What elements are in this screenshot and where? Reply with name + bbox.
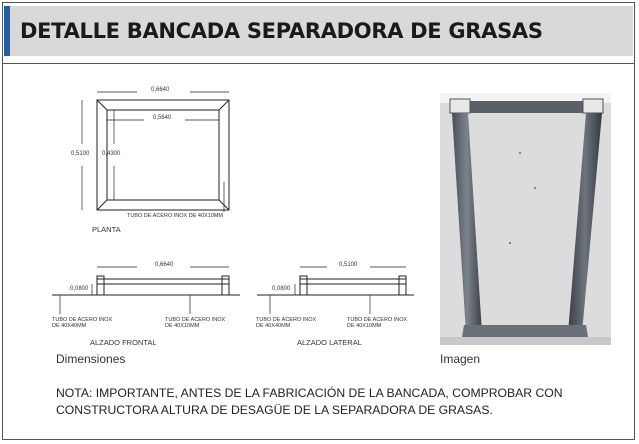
note-line-1: NOTA: IMPORTANTE, ANTES DE LA FABRICACIÓ… (56, 386, 563, 400)
plan-tube-note: TUBO DE ACERO INOX DE 40X10MM (127, 213, 223, 219)
plan-inner-frame (106, 109, 220, 201)
page-header: DETALLE BANCADA SEPARADORA DE GRASAS (4, 6, 633, 56)
plan-dim-inner-height: 0,4300 (102, 151, 121, 157)
plan-title: PLANTA (92, 225, 121, 234)
technical-drawing: 0,6640 0,5640 0,5100 0,4300 TUBO DE ACER… (52, 82, 432, 352)
plan-dim-inner-width: 0,5640 (153, 115, 172, 121)
front-tube-right-line1: TUBO DE ACERO INOX (165, 317, 226, 323)
front-tube-left-line1: TUBO DE ACERO INOX (52, 317, 113, 323)
side-dim-height: 0,0800 (272, 286, 291, 292)
plan-outer-frame (96, 99, 230, 211)
header-divider (2, 63, 635, 64)
front-dim-width: 0,6640 (155, 262, 174, 268)
photo-caption: Imagen (440, 352, 481, 366)
drawing-caption: Dimensiones (56, 352, 126, 366)
front-tube-left-line2: DE 40X40MM (52, 323, 87, 329)
fabrication-note: NOTA: IMPORTANTE, ANTES DE LA FABRICACIÓ… (56, 385, 626, 419)
bancada-photo (440, 93, 611, 345)
bancada-photo-drawing (440, 93, 611, 345)
side-dim-width: 0,5100 (339, 262, 358, 268)
side-tube-right-line1: TUBO DE ACERO INOX (347, 317, 408, 323)
drawing-lines (52, 91, 414, 314)
plan-dim-outer-width: 0,6640 (151, 87, 170, 93)
front-title: ALZADO FRONTAL (90, 338, 157, 347)
note-line-2: CONSTRUCTORA ALTURA DE DESAGÜE DE LA SEP… (56, 403, 493, 417)
plan-dim-outer-height: 0,5100 (71, 151, 90, 157)
page-title: DETALLE BANCADA SEPARADORA DE GRASAS (20, 19, 543, 43)
side-tube-right-line2: DE 40X10MM (347, 323, 382, 329)
side-title: ALZADO LATERAL (297, 338, 362, 347)
side-tube-left-line1: TUBO DE ACERO INOX (256, 317, 317, 323)
side-tube-left-line2: DE 40X40MM (256, 323, 291, 329)
front-tube-right-line2: DE 40X10MM (165, 323, 200, 329)
front-dim-height: 0,0800 (70, 286, 89, 292)
